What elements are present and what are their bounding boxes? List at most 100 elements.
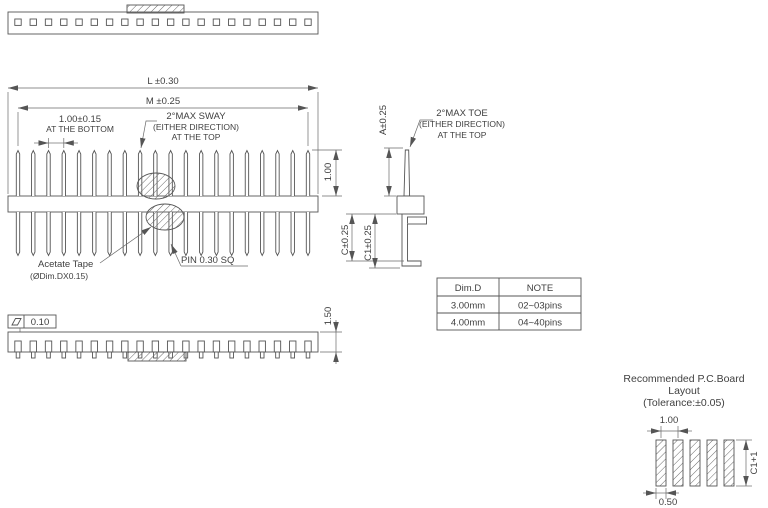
- pcb-pad-height-label: C1+1: [749, 452, 760, 475]
- top-view-pin-row: [14, 18, 312, 26]
- sway-label-1: 2°MAX SWAY: [166, 111, 226, 122]
- front-pin-bottom: [260, 212, 265, 257]
- bottom-view-foot: [61, 351, 67, 359]
- tape-sub-label: (ØDim.DX0.15): [30, 271, 88, 281]
- table-cell: 4.00mm: [451, 318, 485, 329]
- front-pin-bottom: [92, 212, 97, 257]
- tape-label: Acetate Tape: [38, 259, 93, 270]
- front-pin-top: [275, 149, 280, 196]
- bottom-view-contact: [166, 340, 175, 353]
- front-pin-bottom: [244, 212, 250, 257]
- top-view-pin: [121, 18, 129, 26]
- bottom-view-contact: [182, 340, 190, 353]
- flatness-symbol-icon: [11, 318, 22, 326]
- table-header-note: NOTE: [527, 283, 553, 294]
- bottom-view-foot: [122, 351, 128, 359]
- dim-c1-label: C1±0.25: [363, 225, 374, 261]
- acetate-tape-upper: [136, 172, 176, 200]
- pcb-pad: [655, 439, 667, 487]
- pitch-note-label: AT THE BOTTOM: [46, 124, 114, 134]
- bottom-view-contact: [44, 340, 53, 353]
- front-pin-top: [92, 149, 97, 196]
- toe-label-2: (EITHER DIRECTION): [419, 119, 505, 129]
- top-view-pin: [273, 18, 282, 26]
- dim-pin-top-label: 1.00: [323, 163, 334, 182]
- pcb-pad: [689, 439, 701, 487]
- top-view-pin: [289, 18, 297, 26]
- front-pin-top: [305, 149, 311, 196]
- front-pin-top: [260, 149, 265, 196]
- side-lead-bottom: [401, 214, 422, 267]
- front-pin-bottom: [15, 212, 21, 257]
- sway-label-3: AT THE TOP: [172, 132, 221, 142]
- bottom-view-foot: [214, 351, 219, 359]
- bottom-view-foot: [229, 351, 234, 359]
- sway-leader: [140, 120, 157, 149]
- top-view-pin: [29, 18, 37, 26]
- pcb-pad: [672, 439, 684, 487]
- top-view-pin: [182, 18, 190, 26]
- top-view-pin: [136, 18, 144, 26]
- bottom-view-foot: [92, 351, 97, 359]
- bottom-view-contact: [273, 340, 282, 353]
- front-pin-bottom: [122, 212, 127, 257]
- bottom-view-housing: [7, 331, 319, 353]
- bottom-view-foot: [31, 351, 36, 359]
- bottom-view-foot: [198, 351, 204, 359]
- bottom-view-contact: [29, 340, 37, 353]
- bottom-view-contact: [105, 340, 114, 353]
- flatness-value: 0.10: [31, 317, 50, 328]
- front-pin-bottom: [275, 212, 280, 257]
- top-view-housing: [7, 11, 319, 35]
- top-view-pin: [60, 18, 68, 26]
- front-pin-bottom: [31, 212, 36, 257]
- top-view-tape-mark: [126, 4, 185, 14]
- front-view: L ±0.30 M ±0.25 1.00±0.15 AT THE BOTTOM …: [7, 76, 342, 364]
- pin-spec-label: PIN 0.30 SQ: [181, 255, 234, 266]
- bottom-view-foot: [275, 351, 280, 359]
- top-view-pin: [197, 18, 205, 26]
- front-pin-bottom: [214, 212, 219, 257]
- pcb-pad: [706, 439, 718, 487]
- front-pin-top: [229, 149, 234, 196]
- front-pin-top: [290, 149, 295, 196]
- front-pin-top: [46, 149, 51, 196]
- pin-spec-leader: [170, 243, 182, 267]
- bottom-view-contact: [60, 340, 68, 353]
- sway-label-2: (EITHER DIRECTION): [153, 122, 239, 132]
- front-pin-top: [122, 149, 127, 196]
- bottom-view: [7, 331, 319, 362]
- front-pin-top: [61, 149, 66, 196]
- bottom-view-tape-mark: [127, 351, 187, 362]
- table-border: [436, 277, 582, 331]
- top-view-pin: [212, 18, 221, 26]
- pitch-label: 1.00±0.15: [59, 114, 101, 125]
- front-pin-top: [214, 149, 219, 196]
- bottom-view-contact: [228, 340, 236, 353]
- bottom-view-contact: [197, 340, 205, 353]
- bottom-view-foot: [305, 351, 311, 359]
- front-pin-bottom: [305, 212, 311, 257]
- bottom-view-foot: [15, 351, 21, 359]
- top-view-pin: [151, 18, 160, 26]
- top-view-pin: [258, 18, 266, 26]
- bottom-view-contact: [258, 340, 266, 353]
- pcb-title-1: Recommended P.C.Board: [623, 373, 744, 385]
- top-view-pin: [90, 18, 98, 26]
- side-housing: [396, 195, 425, 215]
- front-pin-top: [199, 149, 204, 196]
- dim-base-label: 1.50: [323, 307, 334, 326]
- front-pin-top: [31, 149, 36, 196]
- pcb-title-2: Layout: [668, 385, 700, 397]
- front-pin-top: [107, 149, 112, 196]
- front-pin-bottom: [229, 212, 234, 257]
- bottom-view-contact: [75, 340, 83, 353]
- front-pins-bottom: [15, 212, 311, 257]
- flatness-frame: 0.10: [7, 314, 57, 332]
- top-view-pin: [105, 18, 114, 26]
- bottom-view-contact: [212, 340, 221, 353]
- front-pin-bottom: [290, 212, 295, 257]
- bottom-view-contact: [243, 340, 251, 353]
- side-pin-top: [403, 149, 411, 197]
